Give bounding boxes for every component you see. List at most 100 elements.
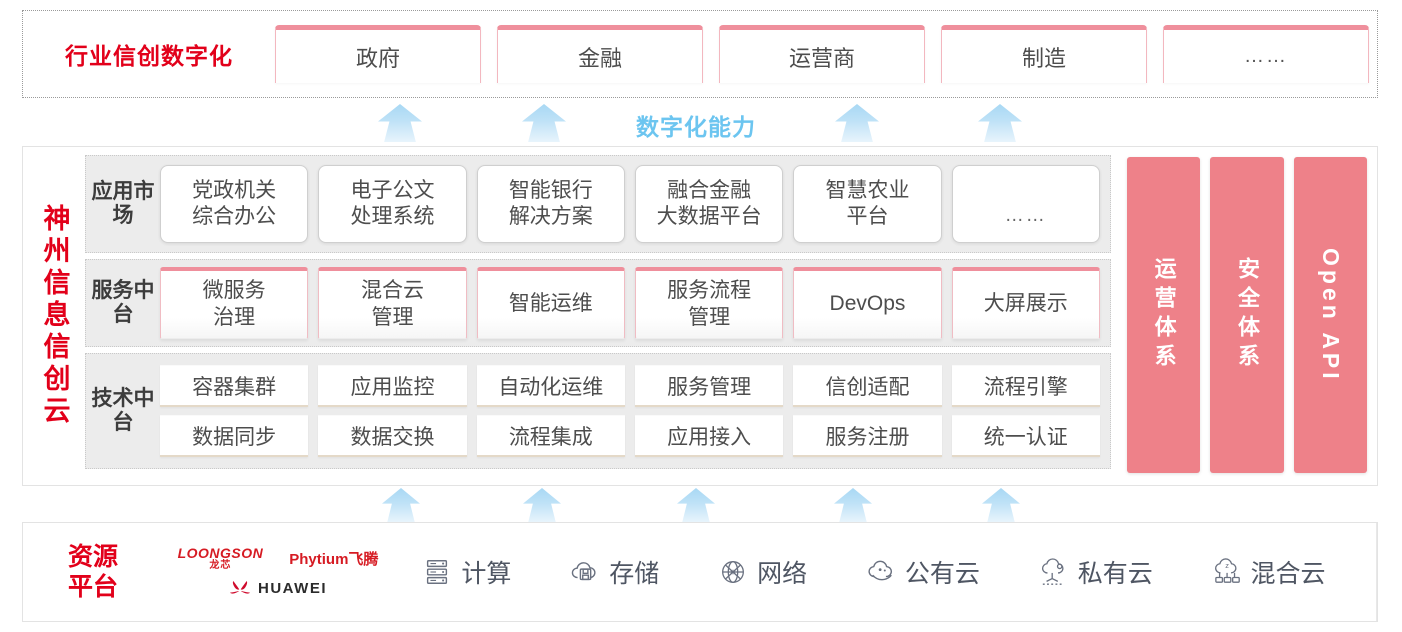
tech-card-xinchuang-adaptation[interactable]: 信创适配 [793, 365, 942, 407]
cloud-platform-title-text: 神州信息信创云 [39, 204, 70, 428]
cloud-platform-panel: 神州信息信创云 应用市场 党政机关 综合办公 电子公文 处理系统 智能银行 解决… [22, 146, 1378, 486]
up-arrow-icon [522, 104, 566, 142]
huawei-logo-text: HUAWEI [258, 580, 327, 597]
tech-card-data-sync[interactable]: 数据同步 [160, 415, 309, 457]
app-card-more[interactable]: …… [951, 165, 1100, 243]
tech-card-process-engine[interactable]: 流程引擎 [951, 365, 1100, 407]
resource-item-public-cloud[interactable]: 公有云 [866, 554, 980, 590]
tech-card-container-cluster[interactable]: 容器集群 [160, 365, 309, 407]
app-card-finance-bigdata[interactable]: 融合金融 大数据平台 [634, 165, 784, 243]
industry-band-title: 行业信创数字化 [65, 43, 233, 69]
phytium-logo: Phytium飞腾 [289, 550, 379, 568]
cloud-platform-body: 应用市场 党政机关 综合办公 电子公文 处理系统 智能银行 解决方案 融合金融 … [85, 147, 1377, 485]
pillar-security-system[interactable]: 安全体系 [1210, 157, 1284, 473]
resource-item-hybrid-cloud-label: 混合云 [1250, 560, 1326, 588]
huawei-flower-icon [229, 579, 251, 599]
layer-row-service-platform: 服务中台 微服务 治理 混合云 管理 智能运维 服务流程 管理 DevOps 大… [85, 259, 1111, 347]
tech-card-automated-ops[interactable]: 自动化运维 [476, 365, 625, 407]
vendor-logo-row: HUAWEI [229, 579, 327, 599]
industry-box-government[interactable]: 政府 [275, 25, 481, 83]
pillar-open-api[interactable]: Open API [1293, 157, 1367, 473]
public-cloud-icon [866, 557, 896, 587]
capability-arrow-strip-top: 数字化能力 [0, 100, 1402, 146]
svc-card-dashboard[interactable]: 大屏展示 [951, 267, 1100, 339]
up-arrow-icon [978, 104, 1022, 142]
resource-item-storage-label: 存储 [609, 560, 660, 588]
resource-item-storage[interactable]: 存储 [570, 554, 659, 590]
technical-platform-row: 数据同步 数据交换 流程集成 应用接入 服务注册 统一认证 [160, 415, 1100, 457]
resource-platform-title: 资源 平台 [67, 543, 118, 601]
cloud-storage-icon [570, 557, 600, 587]
up-arrow-icon [835, 104, 879, 142]
network-globe-icon [718, 557, 748, 587]
application-market-card-list: 党政机关 综合办公 电子公文 处理系统 智能银行 解决方案 融合金融 大数据平台… [160, 165, 1110, 243]
loongson-logo-cn: 龙芯 [209, 559, 232, 571]
app-card-smart-bank[interactable]: 智能银行 解决方案 [476, 165, 625, 243]
tech-card-service-registry[interactable]: 服务注册 [793, 415, 942, 457]
loongson-logo-en: LOONGSON [177, 544, 264, 561]
huawei-logo: HUAWEI [229, 579, 327, 599]
industry-box-manufacturing[interactable]: 制造 [941, 25, 1147, 83]
resource-item-compute-label: 计算 [461, 560, 512, 588]
panel-right-divider [1376, 523, 1377, 621]
tech-card-data-exchange[interactable]: 数据交换 [318, 415, 467, 457]
resource-item-compute[interactable]: 计算 [422, 554, 511, 590]
resource-item-public-cloud-label: 公有云 [904, 560, 980, 588]
industry-box-list: 政府 金融 运营商 制造 …… [275, 25, 1377, 83]
layer-label-technical-platform: 技术中台 [91, 386, 155, 434]
svc-card-devops[interactable]: DevOps [793, 267, 942, 339]
layer-label-service-platform: 服务中台 [91, 278, 155, 326]
up-arrow-icon [982, 488, 1020, 522]
vendor-logo-block: LOONGSON 龙芯 Phytium飞腾 [163, 546, 393, 599]
capability-label: 数字化能力 [636, 114, 756, 140]
tech-card-unified-auth[interactable]: 统一认证 [951, 415, 1100, 457]
service-platform-card-list: 微服务 治理 混合云 管理 智能运维 服务流程 管理 DevOps 大屏展示 [160, 267, 1110, 339]
industry-box-finance[interactable]: 金融 [497, 25, 703, 83]
tech-card-app-access[interactable]: 应用接入 [634, 415, 784, 457]
resource-item-list: 计算 存储 [393, 554, 1377, 590]
layer-row-application-market: 应用市场 党政机关 综合办公 电子公文 处理系统 智能银行 解决方案 融合金融 … [85, 155, 1111, 253]
resource-item-hybrid-cloud[interactable]: z 混合云 [1212, 554, 1326, 590]
resource-arrow-strip-bottom [0, 488, 1402, 524]
up-arrow-icon [677, 488, 715, 522]
svc-card-intelligent-ops[interactable]: 智能运维 [476, 267, 625, 339]
resource-item-private-cloud-label: 私有云 [1077, 560, 1153, 588]
cloud-platform-title: 神州信息信创云 [23, 147, 85, 485]
svg-text:z: z [1225, 561, 1229, 570]
pillar-security-system-label: 安全体系 [1234, 257, 1260, 373]
svc-card-microservice-governance[interactable]: 微服务 治理 [160, 267, 309, 339]
tech-card-app-monitoring[interactable]: 应用监控 [318, 365, 467, 407]
up-arrow-icon [523, 488, 561, 522]
loongson-logo: LOONGSON 龙芯 [178, 546, 264, 571]
svc-card-service-process-mgmt[interactable]: 服务流程 管理 [634, 267, 784, 339]
cloud-pillar-column: 运营体系 安全体系 Open API [1119, 155, 1367, 477]
pillar-operations-system-label: 运营体系 [1151, 257, 1177, 373]
layer-label-application-market: 应用市场 [91, 179, 155, 227]
app-card-edoc-system[interactable]: 电子公文 处理系统 [318, 165, 467, 243]
resource-platform-panel: 资源 平台 LOONGSON 龙芯 Phytium飞腾 [22, 522, 1378, 622]
up-arrow-icon [378, 104, 422, 142]
resource-item-private-cloud[interactable]: 私有云 [1039, 554, 1153, 590]
app-card-smart-agriculture[interactable]: 智慧农业 平台 [793, 165, 942, 243]
technical-platform-row: 容器集群 应用监控 自动化运维 服务管理 信创适配 流程引擎 [160, 365, 1100, 407]
vendor-logo-row: LOONGSON 龙芯 Phytium飞腾 [178, 546, 379, 571]
industry-box-more[interactable]: …… [1163, 25, 1369, 83]
technical-platform-grid: 容器集群 应用监控 自动化运维 服务管理 信创适配 流程引擎 数据同步 数据交换… [160, 365, 1110, 457]
server-rack-icon [422, 557, 452, 587]
pillar-operations-system[interactable]: 运营体系 [1127, 157, 1201, 473]
industry-box-telecom[interactable]: 运营商 [719, 25, 925, 83]
hybrid-cloud-icon: z [1212, 557, 1242, 587]
cloud-layer-column: 应用市场 党政机关 综合办公 电子公文 处理系统 智能银行 解决方案 融合金融 … [85, 155, 1111, 477]
up-arrow-icon [382, 488, 420, 522]
resource-item-network-label: 网络 [757, 560, 808, 588]
svc-card-hybrid-cloud-mgmt[interactable]: 混合云 管理 [318, 267, 467, 339]
pillar-open-api-label: Open API [1317, 247, 1344, 383]
layer-row-technical-platform: 技术中台 容器集群 应用监控 自动化运维 服务管理 信创适配 流程引擎 数据同步 [85, 353, 1111, 469]
resource-item-network[interactable]: 网络 [718, 554, 807, 590]
tech-card-process-integration[interactable]: 流程集成 [476, 415, 625, 457]
tech-card-service-mgmt[interactable]: 服务管理 [634, 365, 784, 407]
app-card-government-office[interactable]: 党政机关 综合办公 [160, 165, 309, 243]
up-arrow-icon [834, 488, 872, 522]
industry-band: 行业信创数字化 政府 金融 运营商 制造 …… [22, 10, 1378, 98]
